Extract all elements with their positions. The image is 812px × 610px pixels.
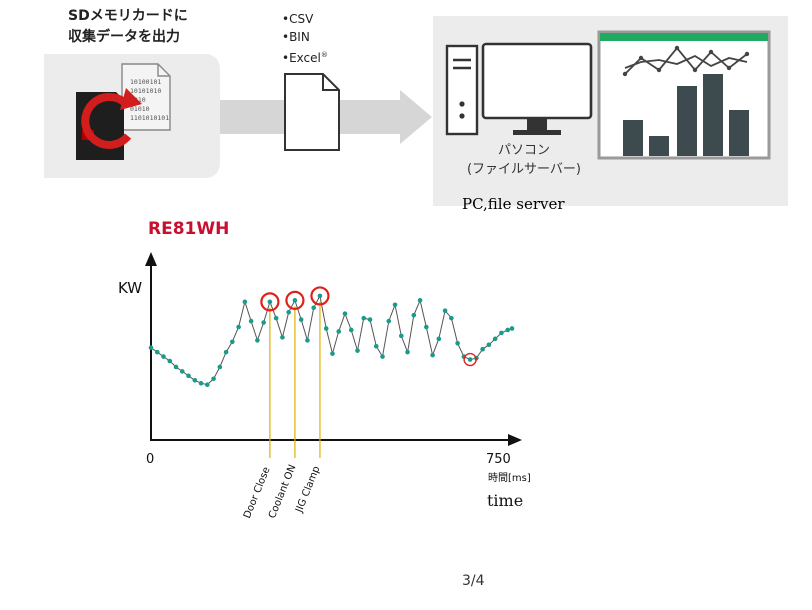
page-number: 3/4 [462,573,485,589]
pc-caption: PC,file server [462,195,565,213]
data-point [442,308,448,314]
data-point [492,336,498,342]
data-point [411,312,417,318]
data-point [405,349,410,355]
data-point [449,315,454,321]
data-point [417,298,423,303]
x-axis-label: time [487,491,524,510]
data-point [348,327,354,333]
data-point [205,382,210,388]
data-point [286,309,291,315]
x-axis-arrow [508,434,522,446]
data-point [330,351,335,356]
data-point [198,380,204,386]
binary-text: 01010 [130,105,150,113]
pc-label: パソコン (ファイルサーバー) [466,143,581,177]
file-type-bin: •BIN [282,30,310,44]
x-unit-label: 時間[ms] [488,473,531,484]
data-point [342,311,348,316]
file-type-list: •CSV •BIN •Excel® [282,10,328,67]
data-point [242,299,248,305]
sd-card-icon: 10100101101010101010010101101010101 [76,63,171,160]
binary-text: 10100101 [130,78,161,86]
data-point [373,343,379,349]
data-point [392,302,398,308]
data-point [280,335,285,340]
data-point [273,315,279,321]
event-highlight [310,286,330,306]
data-point [217,364,223,370]
data-point [154,349,160,355]
sd-output-title: SDメモリカードに 収集データを出力 [68,8,188,45]
flow-arrow-head [400,90,432,144]
file-type-excel: •Excel® [282,51,328,65]
data-point [223,349,229,355]
data-point [386,318,392,324]
data-point [298,317,304,322]
spreadsheet-chart-icon [597,30,771,160]
data-point [211,376,216,382]
x-tick-0: 0 [146,452,155,467]
data-point [173,364,179,370]
data-point [467,357,473,362]
file-type-csv: •CSV [282,12,314,26]
data-point [336,329,342,334]
data-point [317,293,323,299]
data-point [424,324,429,330]
x-tick-750: 750 [486,452,511,467]
data-point [192,377,198,383]
data-point [311,305,316,311]
data-point [267,299,273,305]
chart-axes [145,252,522,446]
data-point [430,352,435,358]
data-point [167,358,173,364]
data-point [230,339,235,345]
y-axis-label: KW [118,279,143,297]
data-point [248,318,254,324]
power-line [150,294,513,386]
data-point [236,324,241,330]
data-point [292,298,298,303]
data-point [255,338,260,343]
series-layer [148,293,515,388]
event-highlight [260,292,280,312]
data-point [486,342,492,348]
data-point [505,327,510,333]
data-point [361,315,367,321]
data-point [179,369,185,374]
data-point [161,354,166,359]
highlight-circles [260,286,477,367]
data-point [323,326,329,331]
data-point [186,373,191,379]
binary-text: 10101010 [130,87,161,95]
data-point [305,338,310,343]
y-axis-arrow [145,252,157,266]
data-point [398,333,404,339]
data-point [261,320,266,325]
file-icon [284,73,340,151]
data-point [455,340,460,346]
chart-title: RE81WH [148,219,230,239]
low-point-highlight [463,352,477,367]
data-point [480,346,485,352]
data-point [380,354,385,359]
data-point [436,336,442,342]
binary-text: 1101010101 [130,114,169,122]
data-point [367,317,373,322]
event-highlight [285,290,305,310]
computer-icon [445,42,593,136]
data-point [355,348,360,353]
data-point [148,345,154,351]
event-lines [269,301,321,458]
data-point [499,330,504,336]
data-point [509,326,515,331]
